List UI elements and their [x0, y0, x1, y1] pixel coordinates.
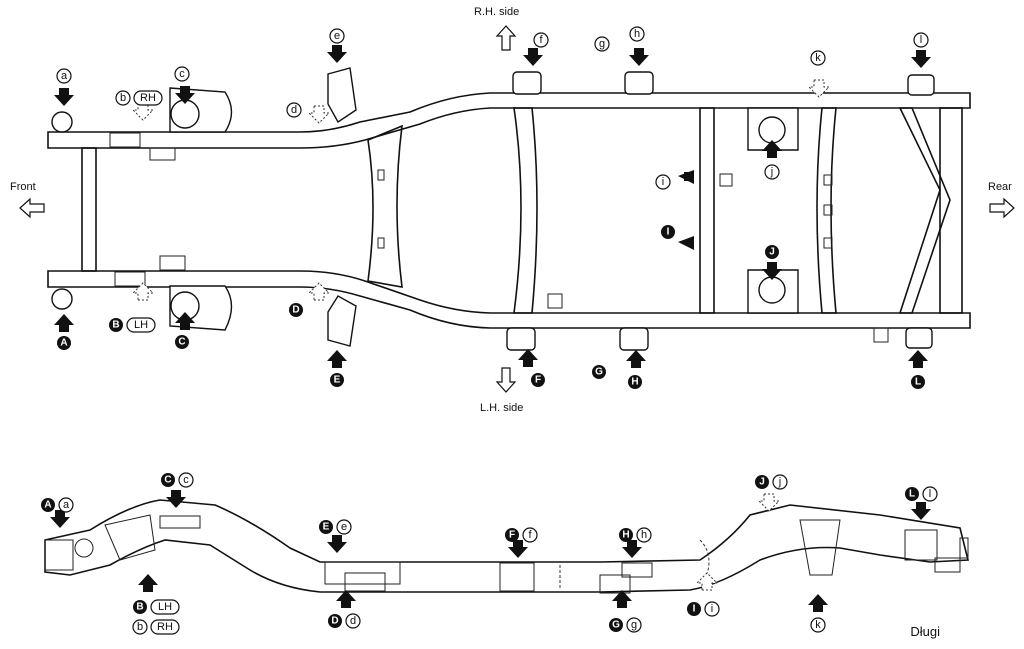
side-view-arrows: [50, 490, 931, 612]
top-view-arrows: [54, 45, 931, 368]
direction-arrows: [19, 25, 1015, 393]
svg-text:C: C: [164, 475, 171, 486]
svg-text:L: L: [909, 489, 915, 500]
point-label-g: g: [599, 38, 605, 50]
svg-text:l: l: [929, 488, 931, 500]
rear-label: Rear: [988, 181, 1012, 193]
point-label-F: F: [535, 375, 541, 386]
point-label-C: C: [178, 337, 185, 348]
front-label: Front: [10, 181, 36, 193]
credit-text: Długi: [910, 624, 940, 639]
svg-text:i: i: [711, 603, 713, 615]
svg-text:A: A: [44, 500, 51, 511]
point-label-l: l: [920, 34, 922, 46]
side-view-point-labels: A a C c E e F f H h J j L l B LH b RH D …: [41, 472, 938, 635]
point-label-c: c: [179, 68, 185, 80]
point-label-f: f: [539, 34, 543, 46]
point-label-j: j: [770, 166, 773, 178]
svg-text:h: h: [641, 529, 647, 541]
svg-text:E: E: [323, 522, 330, 533]
side-view-frame: [44, 499, 970, 594]
svg-text:J: J: [759, 477, 765, 488]
rh-side-arrow-icon: [495, 25, 517, 51]
svg-text:F: F: [509, 530, 515, 541]
top-view-frame: [47, 67, 971, 351]
point-label-E: E: [334, 375, 341, 386]
point-label-L: L: [915, 377, 921, 388]
svg-text:j: j: [778, 476, 781, 488]
lh-side-arrow-icon: [495, 367, 517, 393]
svg-text:d: d: [350, 615, 356, 627]
point-label-b: b: [120, 92, 126, 104]
point-label-e: e: [334, 30, 340, 42]
svg-text:H: H: [622, 530, 629, 541]
svg-text:g: g: [631, 619, 637, 631]
svg-text:B: B: [136, 602, 143, 613]
lh-side-label: L.H. side: [480, 402, 523, 414]
point-label-A: A: [60, 338, 67, 349]
svg-text:a: a: [63, 499, 70, 511]
svg-text:D: D: [331, 616, 338, 627]
svg-text:LH: LH: [158, 601, 172, 613]
rh-side-label: R.H. side: [474, 6, 519, 18]
point-label-i: i: [662, 176, 664, 188]
svg-text:b: b: [137, 621, 143, 633]
svg-text:c: c: [183, 474, 189, 486]
svg-text:I: I: [693, 604, 696, 615]
svg-text:G: G: [612, 620, 620, 631]
rear-arrow-icon: [989, 197, 1015, 219]
svg-text:f: f: [528, 529, 532, 541]
point-label-a: a: [61, 70, 68, 82]
point-label-B: B: [112, 320, 119, 331]
point-label-G: G: [595, 367, 603, 378]
side-view-dashed-arrows: [695, 493, 781, 591]
point-label-I: I: [667, 227, 670, 238]
svg-text:RH: RH: [157, 621, 173, 633]
svg-text:e: e: [341, 521, 347, 533]
point-label-d: d: [291, 104, 297, 116]
top-view-dashed-arrows: [131, 79, 831, 301]
top-view-point-labels: a b RH c d e f g h i j k l A B LH C D E …: [56, 26, 929, 389]
front-arrow-icon: [19, 197, 45, 219]
svg-text:k: k: [815, 619, 821, 631]
point-label-h: h: [634, 28, 640, 40]
point-label-D: D: [292, 305, 299, 316]
qualifier-lh: LH: [134, 319, 148, 331]
point-label-J: J: [769, 247, 775, 258]
point-label-H: H: [631, 377, 638, 388]
point-label-k: k: [815, 52, 821, 64]
qualifier-rh: RH: [140, 92, 156, 104]
